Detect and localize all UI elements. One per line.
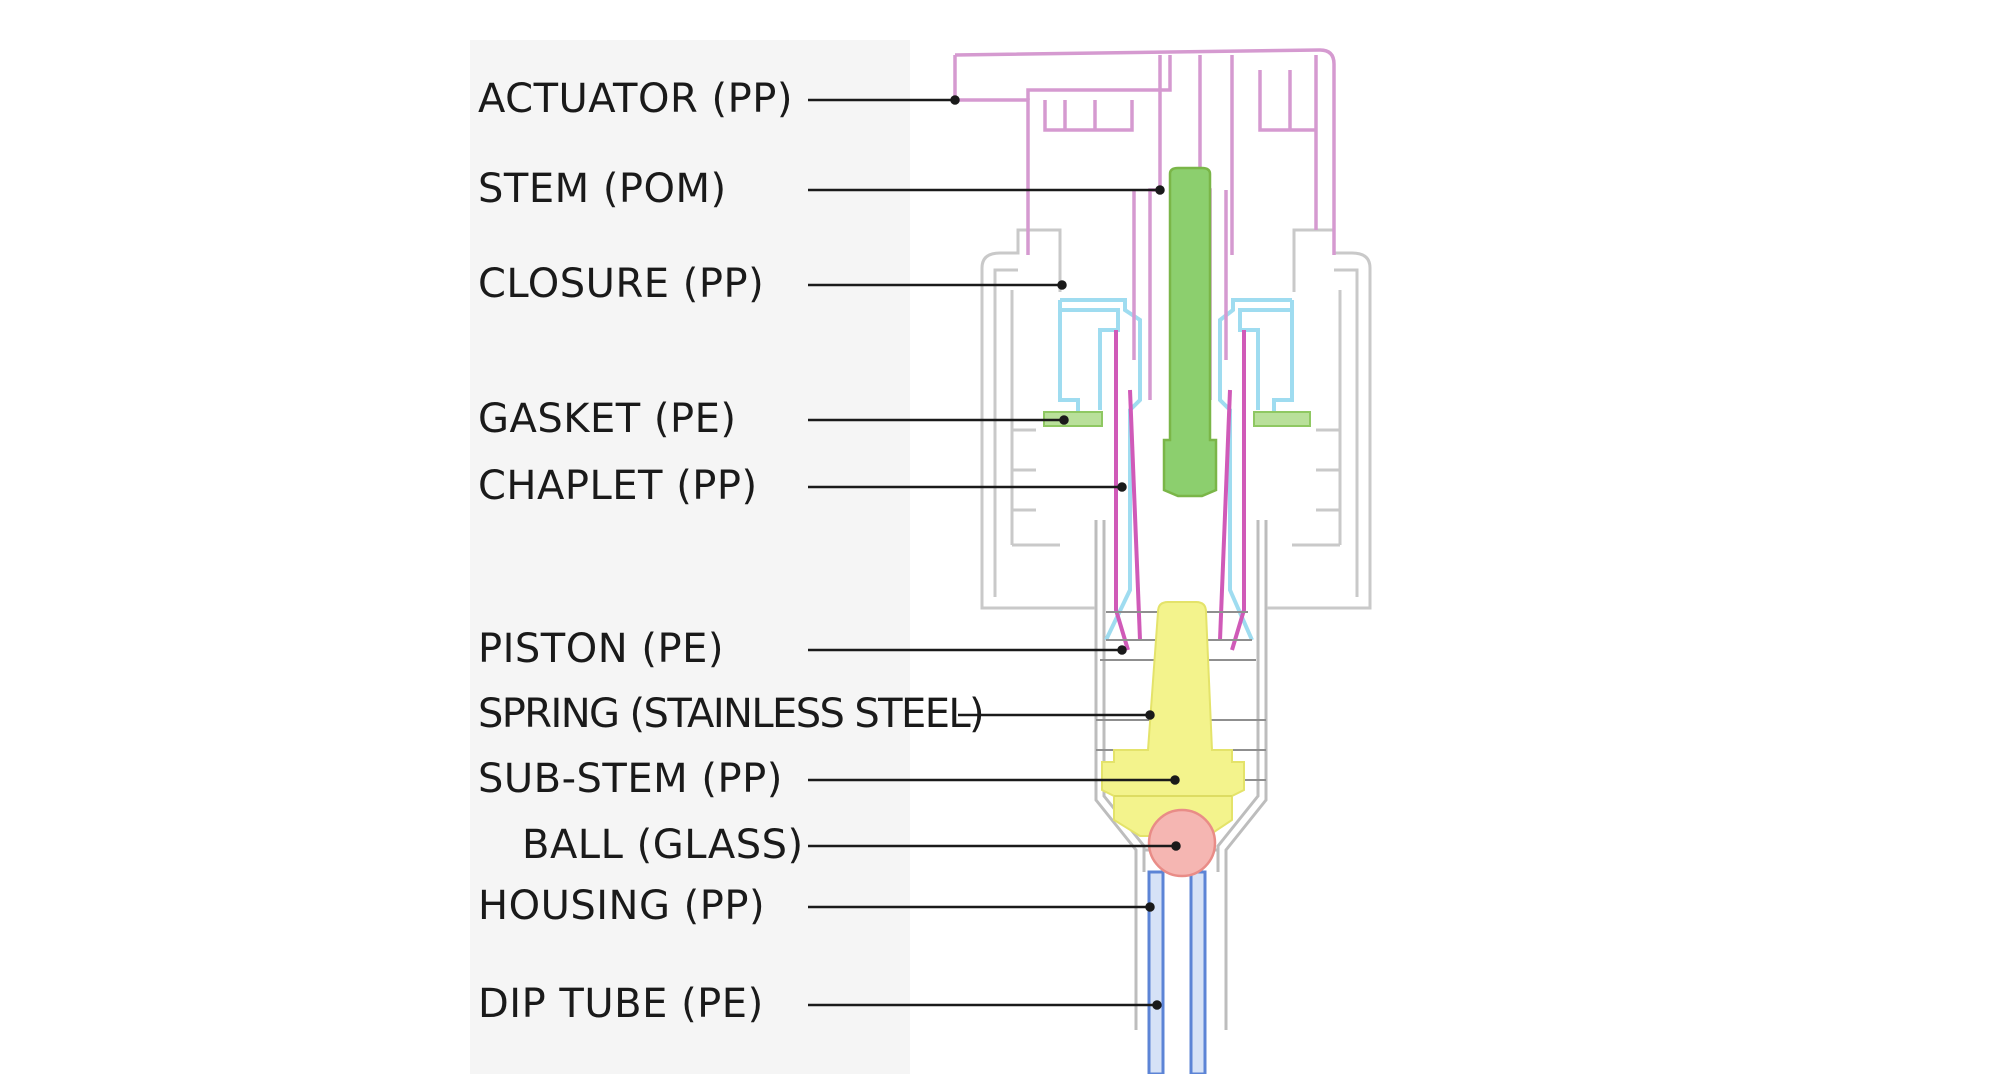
label-gasket: GASKET (PE) <box>478 396 737 442</box>
stem-rod <box>1162 166 1218 498</box>
gasket-shape <box>1043 411 1311 427</box>
ball-shape <box>1147 808 1217 878</box>
stem-shape <box>1162 166 1218 498</box>
leader-gasket-dot <box>1059 415 1069 425</box>
leader-dip-tube-dot <box>1152 1000 1162 1010</box>
leader-chaplet-dot <box>1117 482 1127 492</box>
dip-tube-left-wall <box>1147 870 1165 1074</box>
label-panel <box>470 40 910 1074</box>
leader-actuator-dot <box>950 95 960 105</box>
dip-tube-shape <box>1147 870 1207 1074</box>
leader-housing-dot <box>1145 902 1155 912</box>
label-spring: SPRING (STAINLESS STEEL) <box>478 691 985 737</box>
label-actuator: ACTUATOR (PP) <box>478 76 793 122</box>
sub-stem-shape <box>1101 601 1245 837</box>
piston-shape <box>1114 330 1246 651</box>
sub-stem-body <box>1101 601 1245 837</box>
label-piston: PISTON (PE) <box>478 626 724 672</box>
label-chaplet: CHAPLET (PP) <box>478 463 758 509</box>
leader-stem-dot <box>1155 185 1165 195</box>
label-closure: CLOSURE (PP) <box>478 261 765 307</box>
label-sub-stem: SUB-STEM (PP) <box>478 756 783 802</box>
leader-sub-stem-dot <box>1170 775 1180 785</box>
leader-closure-dot <box>1057 280 1067 290</box>
leader-spring-dot <box>1145 710 1155 720</box>
label-ball: BALL (GLASS) <box>522 822 804 868</box>
leader-piston-dot <box>1117 645 1127 655</box>
label-housing: HOUSING (PP) <box>478 883 766 929</box>
label-dip-tube: DIP TUBE (PE) <box>478 981 764 1027</box>
dip-tube-right-wall <box>1189 870 1207 1074</box>
leader-lines <box>808 95 1181 1010</box>
gasket-right-strip <box>1253 411 1311 427</box>
leader-ball-dot <box>1171 841 1181 851</box>
label-stem: STEM (POM) <box>478 166 727 212</box>
chaplet-shape <box>1058 298 1294 641</box>
